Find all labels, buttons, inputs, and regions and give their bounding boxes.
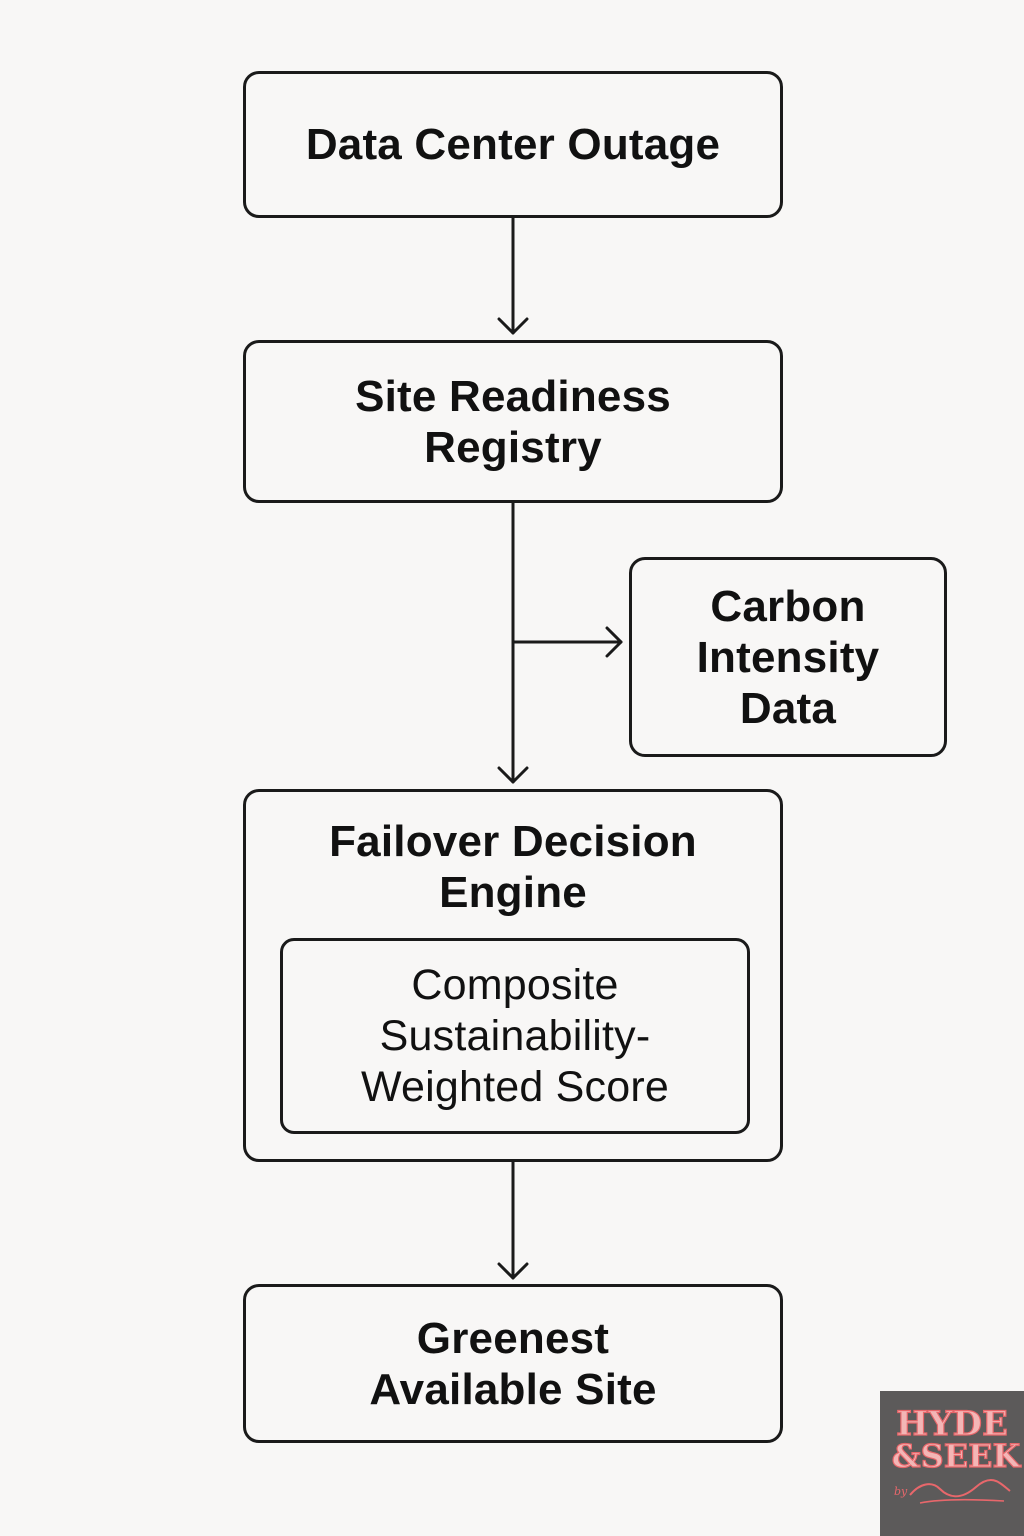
node-carbon-intensity-data-line-2: Intensity: [696, 632, 880, 682]
hyde-and-seek-logo: HYDE &SEEK by: [880, 1391, 1024, 1536]
node-greenest-available-site-line-2: Available Site: [369, 1364, 657, 1414]
edge-engine-to-greenest: [497, 1160, 529, 1280]
node-composite-score-line-3: Weighted Score: [361, 1062, 669, 1111]
node-site-readiness-registry: Site Readiness Registry: [243, 340, 783, 503]
node-failover-decision-engine: Failover Decision Engine Composite Susta…: [243, 789, 783, 1162]
logo-text-line-1: HYDE: [896, 1404, 1008, 1444]
node-carbon-intensity-data-line-3: Data: [739, 683, 837, 733]
node-site-readiness-registry-line-2: Registry: [424, 422, 602, 472]
node-failover-decision-engine-line-2: Engine: [439, 868, 587, 917]
node-greenest-available-site: Greenest Available Site: [243, 1284, 783, 1443]
logo-text-line-2: &SEEK: [892, 1437, 1022, 1475]
node-data-center-outage-label: Data Center Outage: [305, 120, 721, 169]
logo-byline: by: [894, 1485, 908, 1498]
node-composite-score-line-2: Sustainability-: [379, 1011, 651, 1060]
node-carbon-intensity-data: Carbon Intensity Data: [629, 557, 947, 757]
node-failover-decision-engine-line-1: Failover Decision: [329, 817, 697, 866]
edge-outage-to-registry: [497, 216, 529, 335]
signature-scribble: [909, 1479, 1011, 1498]
edge-registry-to-carbon: [511, 626, 623, 658]
edge-registry-to-engine: [497, 501, 529, 784]
node-site-readiness-registry-line-1: Site Readiness: [355, 371, 671, 421]
node-composite-score: Composite Sustainability- Weighted Score: [280, 938, 750, 1134]
node-data-center-outage: Data Center Outage: [243, 71, 783, 218]
node-greenest-available-site-line-1: Greenest: [416, 1313, 610, 1363]
node-carbon-intensity-data-line-1: Carbon: [710, 581, 866, 631]
signature-underline: [919, 1498, 1005, 1504]
node-failover-decision-engine-title: Failover Decision Engine: [246, 816, 780, 918]
node-composite-score-line-1: Composite: [411, 960, 619, 1009]
